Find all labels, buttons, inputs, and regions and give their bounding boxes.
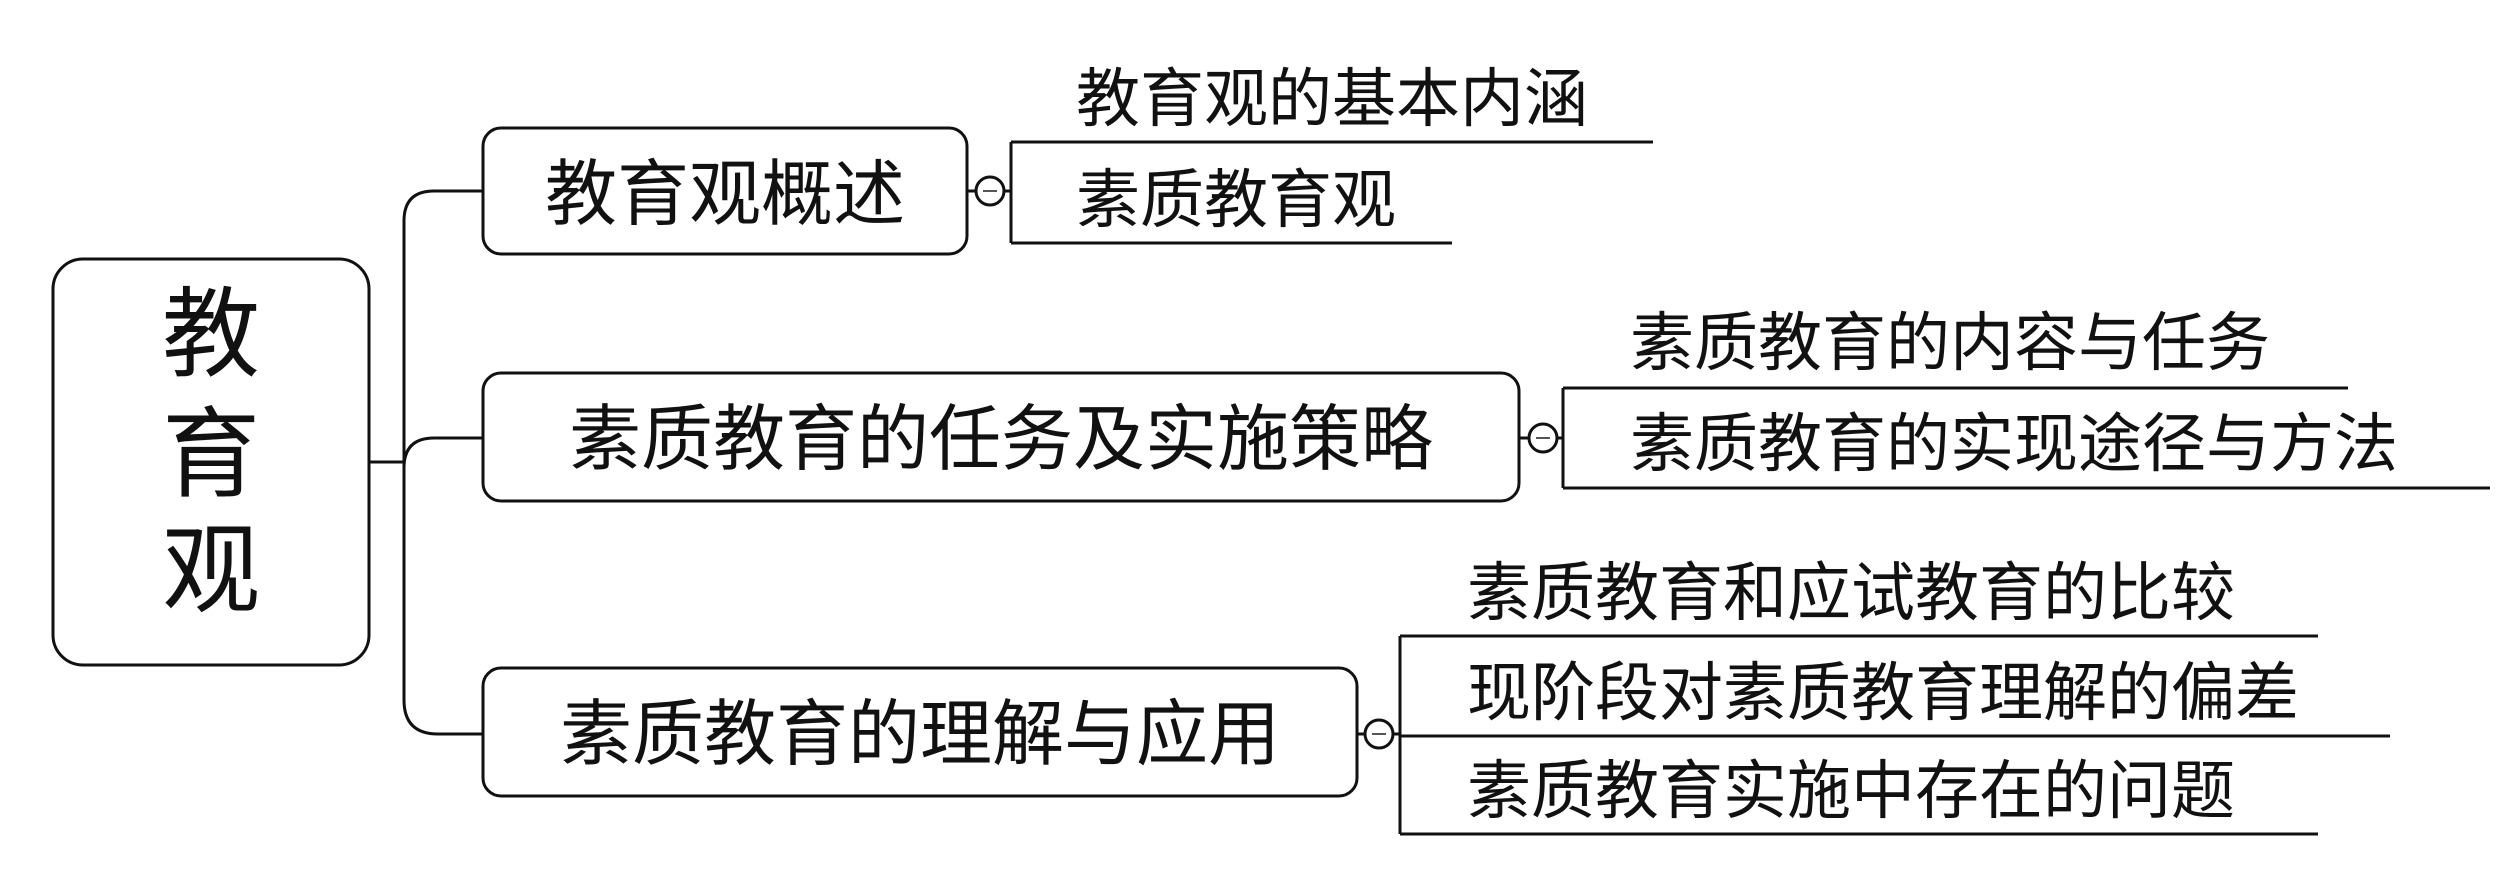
root-char-2: 育: [162, 398, 260, 512]
branch-1-label: 教育观概述: [545, 152, 905, 236]
branch-3-item-2: 现阶段对素质教育理解的偏差: [1467, 657, 2299, 731]
root-connectors: [369, 189, 483, 736]
root-char-3: 观: [162, 514, 260, 628]
branch-1: 教育观概述 教育观的基本内涵 素质教育观: [481, 63, 1653, 256]
connector-to-branch-3: [402, 699, 483, 736]
branch-3-item-1: 素质教育和应试教育的比较: [1467, 557, 2235, 631]
branch-1-item-2: 素质教育观: [1076, 164, 1396, 238]
branch-2: 素质教育的任务及实施策略 素质教育的内容与任务 素质教育的实现途径与方法: [481, 307, 2490, 503]
branch-2-label: 素质教育的任务及实施策略: [569, 397, 1433, 481]
root-node: 教 育 观: [51, 257, 371, 667]
connector-to-branch-1: [402, 189, 483, 222]
branch-1-item-1: 教育观的基本内涵: [1076, 63, 1588, 137]
branch-3: 素质教育的理解与应用 素质教育和应试教育的比较 现阶段对素质教育理解的偏差 素质…: [481, 557, 2390, 836]
root-char-1: 教: [162, 278, 260, 392]
branch-3-item-3: 素质教育实施中存在的问题: [1467, 755, 2235, 829]
branch-2-item-1: 素质教育的内容与任务: [1630, 307, 2270, 381]
connector-to-branch-2: [402, 436, 483, 469]
branch-3-box: [481, 666, 1359, 798]
branch-2-item-2: 素质教育的实现途径与方法: [1630, 408, 2398, 482]
branch-3-label: 素质教育的理解与应用: [560, 692, 1280, 776]
